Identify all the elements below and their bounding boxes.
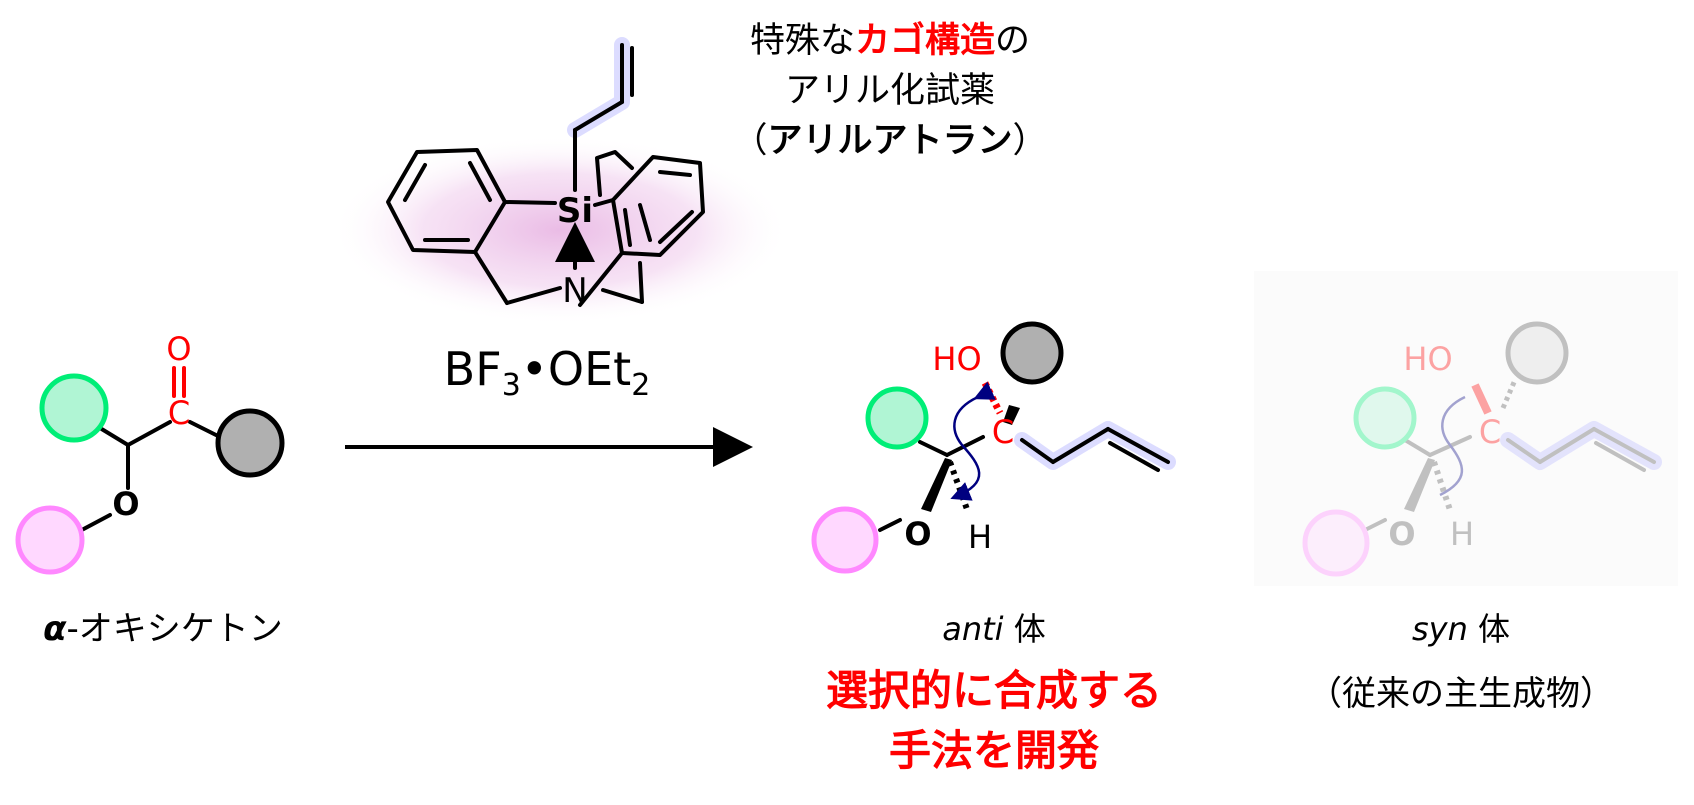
atom-n: N: [562, 271, 587, 311]
atom-si: Si: [557, 191, 593, 231]
syn-label: syn 体: [1412, 610, 1510, 648]
syn-note: （従来の主生成物）: [1308, 674, 1614, 714]
atom-o: O: [1388, 515, 1415, 553]
atom-c-carbonyl: C: [168, 394, 190, 432]
gray-group-circle: [215, 408, 285, 478]
result-line1: 選択的に合成する: [826, 666, 1162, 715]
title-line3: （アリルアトラン）: [732, 121, 1047, 161]
catalyst-label: BF3•OEt2: [444, 342, 651, 403]
atom-o: O: [904, 515, 931, 553]
atom-c: C: [992, 413, 1014, 451]
anti-product-structure: HO C O H: [811, 321, 1176, 574]
green-group-circle: [39, 373, 109, 443]
atom-h: H: [1450, 515, 1474, 553]
atom-o-ether: O: [112, 485, 139, 523]
atom-ho: HO: [1403, 340, 1452, 378]
atom-h: H: [968, 518, 992, 556]
pink-group-circle: [15, 505, 85, 575]
interaction-arrow: [950, 381, 996, 501]
title-line2: アリル化試薬: [785, 71, 995, 111]
reagent-title: 特殊なカゴ構造の アリル化試薬 （アリルアトラン）: [732, 20, 1047, 161]
starting-material-label: α-オキシケトン: [43, 609, 283, 649]
syn-product-structure: HO C O H: [1254, 271, 1678, 586]
atom-ho: HO: [932, 340, 981, 378]
alpha-oxyketone-structure: O C O: [15, 330, 285, 575]
anti-label: anti 体: [942, 610, 1046, 648]
atom-c: C: [1479, 413, 1501, 451]
title-line1: 特殊なカゴ構造の: [750, 20, 1030, 61]
allylatrane-structure: Si N: [330, 37, 790, 325]
result-line2: 手法を開発: [889, 726, 1100, 775]
atom-o-carbonyl: O: [166, 330, 191, 368]
